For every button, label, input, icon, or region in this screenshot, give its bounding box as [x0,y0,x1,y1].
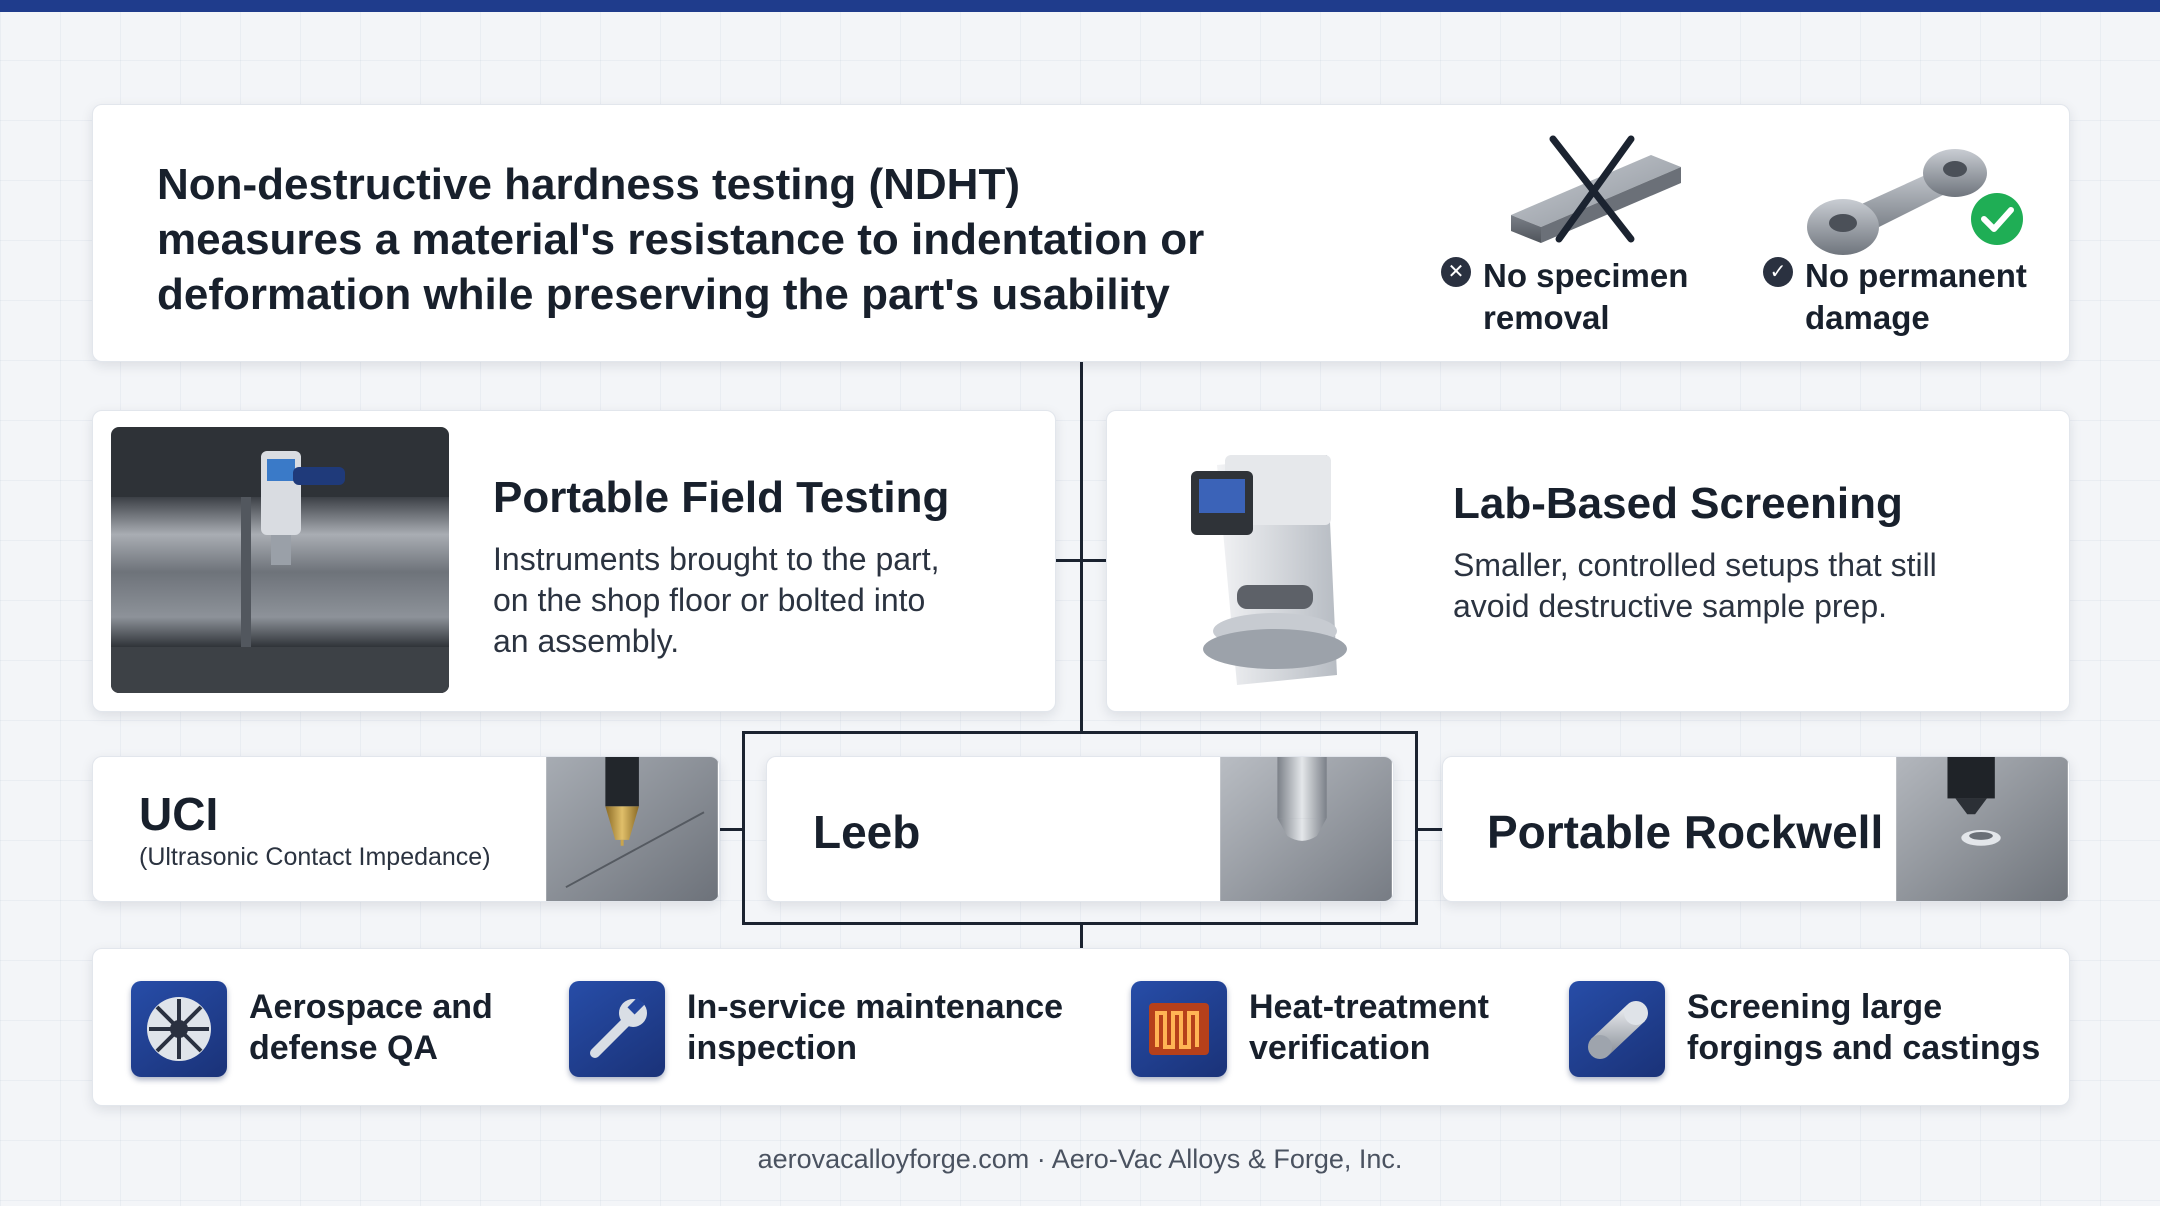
method-title: Portable Field Testing [493,473,950,522]
connecting-rod-part-icon [1807,149,2023,255]
lab-based-screening-card: Lab-Based Screening Smaller, controlled … [1106,410,2070,712]
connector-bracket-top [742,731,1418,734]
application-label: Screening large forgings and castings [1687,988,2041,1067]
portable-field-testing-card: Portable Field Testing Instruments broug… [92,410,1056,712]
connector-uci-tick [720,828,744,831]
technique-card-leeb: Leeb [766,756,1394,902]
connector-left-method [1056,559,1106,562]
cylinder-icon [1569,981,1665,1077]
technique-title: UCI [139,788,219,840]
application-label: Aerospace and defense QA [249,988,493,1067]
benefit-label: No specimen removal [1483,257,1689,336]
method-description: Smaller, controlled setups that still av… [1453,547,1937,624]
technique-card-portable-rockwell: Portable Rockwell [1442,756,2070,902]
definition-text: Non-destructive hardness testing (NDHT) … [157,157,1377,322]
application-label: In-service maintenance inspection [687,988,1064,1067]
applications-card: Aerospace and defense QA In-service main… [92,948,2070,1106]
wrench-icon [569,981,665,1077]
top-accent-bar [0,0,2160,12]
connector-apps-stem [1080,922,1083,948]
crossed-metal-bar-icon [1511,135,1681,243]
benchtop-hardness-tester-photo [1177,435,1377,695]
uci-probe-photo [546,757,718,901]
method-title: Lab-Based Screening [1453,479,1903,528]
benefit-label: No permanent damage [1805,257,2027,336]
benefit-no-specimen-removal: ✕ No specimen removal [1441,105,1731,363]
connector-rockwell-tick [1416,828,1442,831]
definition-line: measures a material's resistance to inde… [157,215,1205,264]
application-label: Heat-treatment verification [1249,988,1489,1067]
definition-card: Non-destructive hardness testing (NDHT) … [92,104,2070,362]
technique-title: Leeb [813,806,921,858]
method-description: Instruments brought to the part, on the … [493,541,940,659]
leeb-impact-device-photo [1220,757,1392,901]
technique-card-uci: UCI (Ultrasonic Contact Impedance) [92,756,720,902]
connector-header-stem [1080,362,1083,732]
x-circle-icon: ✕ [1441,257,1471,287]
footer-credit: aerovacalloyforge.com · Aero-Vac Alloys … [757,1144,1403,1174]
portable-tester-on-pipe-photo [111,427,449,693]
heating-coil-icon [1131,981,1227,1077]
check-circle-icon: ✓ [1763,257,1793,287]
technique-subtitle: (Ultrasonic Contact Impedance) [139,843,491,871]
definition-line: Non-destructive hardness testing (NDHT) [157,160,1020,209]
benefit-no-permanent-damage: ✓ No permanent damage [1763,105,2053,363]
technique-title: Portable Rockwell [1487,806,1884,858]
definition-line: deformation while preserving the part's … [157,270,1170,319]
turbine-icon [131,981,227,1077]
rockwell-indenter-photo [1896,757,2068,901]
